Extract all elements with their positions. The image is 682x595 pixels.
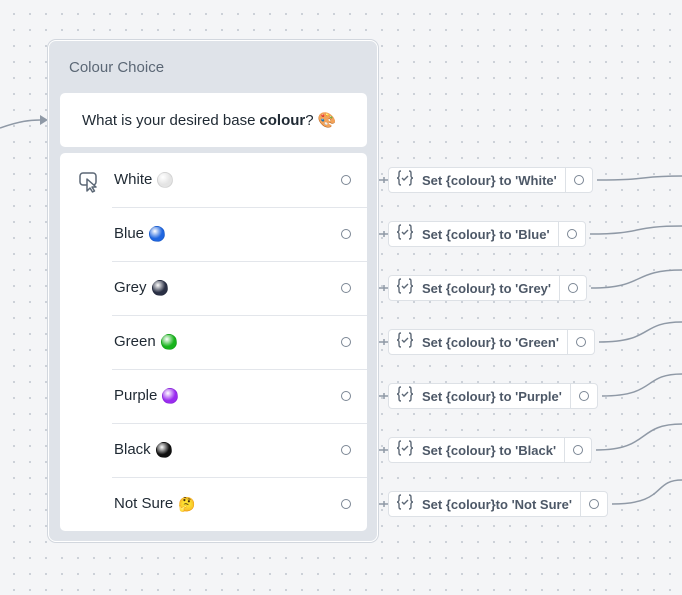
choice-output-port[interactable] (341, 499, 351, 509)
choice-divider (112, 315, 367, 316)
choice-output-port[interactable] (341, 283, 351, 293)
choice-divider (112, 477, 367, 478)
choice-output-port[interactable] (341, 229, 351, 239)
variable-braces-icon (396, 223, 414, 245)
choice-item[interactable]: White (60, 153, 367, 207)
colour-dot-icon (149, 226, 166, 242)
choice-item[interactable]: Grey (60, 261, 367, 315)
action-label: Set {colour} to 'White' (422, 172, 557, 188)
colour-dot-icon (157, 172, 174, 188)
outgoing-wire (596, 175, 682, 181)
choice-item[interactable]: Green (60, 315, 367, 369)
action-body: Set {colour} to 'Purple' (389, 384, 571, 408)
thinking-emoji-icon: 🤔 (178, 496, 196, 512)
incoming-arrow (40, 115, 48, 125)
prompt-bold-text: colour (259, 111, 306, 129)
action-body: Set {colour} to 'Green' (389, 330, 568, 354)
prompt-card[interactable]: What is your desired base colour ? 🎨 (60, 93, 367, 147)
colour-dot-icon (162, 388, 179, 404)
choice-label-row: White (114, 153, 174, 207)
outgoing-wire (611, 479, 682, 505)
variable-braces-icon (396, 493, 414, 515)
node-title: Colour Choice (69, 59, 165, 76)
pointer-cursor-icon (78, 171, 100, 198)
action-output-port[interactable] (573, 175, 584, 185)
variable-braces-icon (396, 439, 414, 461)
choice-label-row: Not Sure🤔 (114, 477, 196, 531)
choice-divider (112, 261, 367, 262)
outgoing-wire (589, 225, 682, 235)
choice-item[interactable]: Black (60, 423, 367, 477)
prompt-text: What is your desired base (82, 111, 256, 129)
incoming-wire (0, 119, 41, 129)
action-body: Set {colour} to 'Grey' (389, 276, 560, 300)
choice-output-port[interactable] (341, 337, 351, 347)
choice-label: Black (114, 441, 151, 458)
variable-braces-icon (396, 277, 414, 299)
choice-label: Not Sure (114, 495, 174, 512)
action-label: Set {colour}to 'Not Sure' (422, 496, 572, 512)
action-label: Set {colour} to 'Blue' (422, 226, 550, 242)
set-variable-action[interactable]: Set {colour} to 'Purple' (388, 383, 598, 409)
choice-divider (112, 423, 367, 424)
action-body: Set {colour} to 'Blue' (389, 222, 559, 246)
action-output-port[interactable] (566, 229, 577, 239)
colour-dot-icon (160, 334, 177, 350)
colour-dot-icon (151, 280, 168, 296)
choice-output-port[interactable] (341, 391, 351, 401)
colour-dot-icon (155, 442, 172, 458)
variable-braces-icon (396, 385, 414, 407)
set-variable-action[interactable]: Set {colour}to 'Not Sure' (388, 491, 608, 517)
action-output-port[interactable] (575, 337, 586, 347)
variable-braces-icon (396, 169, 414, 191)
choice-label-row: Purple (114, 369, 179, 423)
set-variable-action[interactable]: Set {colour} to 'Black' (388, 437, 593, 463)
set-variable-action[interactable]: Set {colour} to 'Grey' (388, 275, 587, 301)
choice-item[interactable]: Not Sure🤔 (60, 477, 367, 531)
colour-choice-node[interactable]: Colour Choice What is your desired base … (48, 40, 378, 542)
choice-label: Blue (114, 225, 145, 242)
choice-label-row: Blue (114, 207, 166, 261)
action-body: Set {colour} to 'Black' (389, 438, 566, 462)
outgoing-wire (595, 423, 682, 451)
outgoing-wire (598, 321, 682, 343)
set-variable-action[interactable]: Set {colour} to 'Green' (388, 329, 595, 355)
action-body: Set {colour}to 'Not Sure' (389, 492, 581, 516)
choice-label: Purple (114, 387, 158, 404)
action-output-port[interactable] (588, 499, 599, 509)
choice-label-row: Grey (114, 261, 168, 315)
choice-output-port[interactable] (341, 445, 351, 455)
action-output-port[interactable] (578, 391, 589, 401)
action-label: Set {colour} to 'Grey' (422, 280, 551, 296)
outgoing-wire (590, 269, 682, 289)
action-label: Set {colour} to 'Black' (422, 442, 557, 458)
action-body: Set {colour} to 'White' (389, 168, 566, 192)
choice-label-row: Black (114, 423, 172, 477)
choice-label-row: Green (114, 315, 177, 369)
choice-item[interactable]: Blue (60, 207, 367, 261)
variable-braces-icon (396, 331, 414, 353)
action-output-port[interactable] (568, 283, 578, 293)
choice-label: White (114, 171, 153, 188)
set-variable-action[interactable]: Set {colour} to 'Blue' (388, 221, 586, 247)
action-label: Set {colour} to 'Purple' (422, 388, 562, 404)
choice-label: Green (114, 333, 156, 350)
set-variable-action[interactable]: Set {colour} to 'White' (388, 167, 593, 193)
action-label: Set {colour} to 'Green' (422, 334, 559, 350)
choice-label: Grey (114, 279, 147, 296)
choice-output-port[interactable] (341, 175, 351, 185)
choice-item[interactable]: Purple (60, 369, 367, 423)
action-output-port[interactable] (573, 445, 584, 455)
prompt-punctuation: ? (305, 111, 314, 129)
choice-divider (112, 207, 367, 208)
palette-emoji: 🎨 (317, 112, 337, 129)
outgoing-wire (601, 373, 682, 397)
choice-divider (112, 369, 367, 370)
